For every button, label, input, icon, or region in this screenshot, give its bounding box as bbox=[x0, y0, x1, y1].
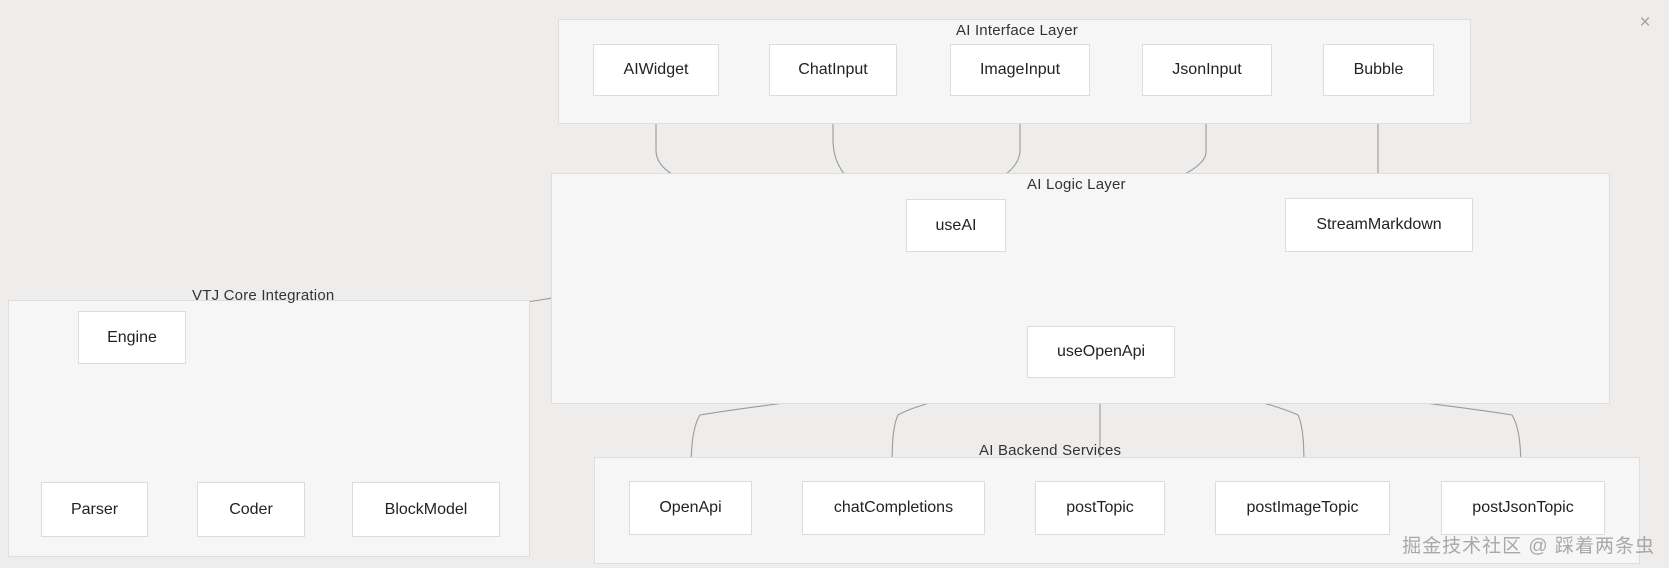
node-openapi[interactable]: OpenApi bbox=[629, 481, 752, 535]
node-coder[interactable]: Coder bbox=[197, 482, 305, 537]
node-posttopic[interactable]: postTopic bbox=[1035, 481, 1165, 535]
group-title-ai-backend-services: AI Backend Services bbox=[979, 442, 1122, 459]
node-imageinput[interactable]: ImageInput bbox=[950, 44, 1090, 96]
group-title-ai-logic-layer: AI Logic Layer bbox=[1027, 176, 1126, 193]
watermark-text: 掘金技术社区 @ 踩着两条虫 bbox=[1402, 536, 1655, 557]
node-useai[interactable]: useAI bbox=[906, 199, 1006, 252]
close-icon[interactable]: × bbox=[1639, 11, 1651, 33]
node-useopenapi[interactable]: useOpenApi bbox=[1027, 326, 1175, 378]
node-chatcompletions[interactable]: chatCompletions bbox=[802, 481, 985, 535]
node-streammarkdown[interactable]: StreamMarkdown bbox=[1285, 198, 1473, 252]
node-parser[interactable]: Parser bbox=[41, 482, 148, 537]
group-title-ai-interface-layer: AI Interface Layer bbox=[956, 22, 1078, 39]
node-chatinput[interactable]: ChatInput bbox=[769, 44, 897, 96]
node-engine[interactable]: Engine bbox=[78, 311, 186, 364]
node-bubble[interactable]: Bubble bbox=[1323, 44, 1434, 96]
node-aiwidget[interactable]: AIWidget bbox=[593, 44, 719, 96]
group-title-vtj-core-integration: VTJ Core Integration bbox=[192, 287, 335, 304]
node-jsoninput[interactable]: JsonInput bbox=[1142, 44, 1272, 96]
node-postjsontopic[interactable]: postJsonTopic bbox=[1441, 481, 1605, 535]
node-blockmodel[interactable]: BlockModel bbox=[352, 482, 500, 537]
node-postimagetopic[interactable]: postImageTopic bbox=[1215, 481, 1390, 535]
